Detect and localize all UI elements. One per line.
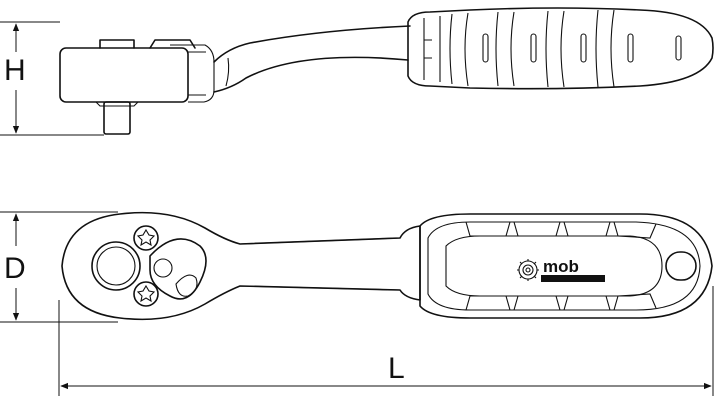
brand-logo: mob [517, 257, 605, 282]
square-drive [103, 101, 131, 135]
top-view: mob D L [0, 211, 714, 396]
handle-grip-top [419, 213, 713, 319]
length-dimension: L [58, 286, 714, 396]
torx-screw-bottom [133, 281, 159, 307]
height-dimension: H [0, 21, 104, 136]
torx-screw-top [133, 225, 159, 251]
side-view: H [0, 7, 714, 136]
curved-shank-side [213, 25, 411, 93]
length-label: L [388, 352, 405, 385]
ratchet-head-side [59, 39, 215, 103]
hanging-hole [665, 251, 697, 281]
brand-logo-text: mob [543, 257, 579, 276]
depth-label: D [4, 252, 26, 285]
release-lever [149, 238, 207, 300]
handle-grip-side [407, 7, 714, 90]
drive-hole [91, 241, 141, 291]
height-label: H [4, 54, 26, 87]
ratchet-head-top [61, 211, 421, 321]
